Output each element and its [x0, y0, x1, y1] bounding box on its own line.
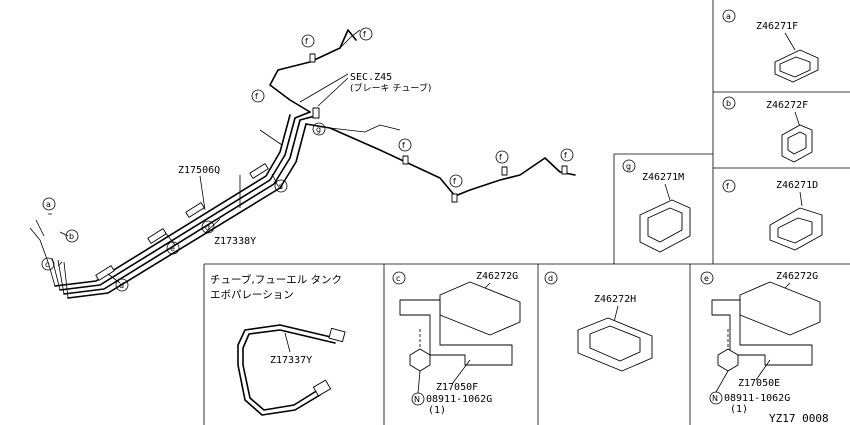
callout-a: a: [46, 200, 51, 209]
callout-f-1: f: [305, 37, 308, 46]
callout-c: c: [45, 260, 49, 269]
panel-c-bracket: Z17050F: [436, 382, 478, 393]
panel-f-letter: f: [726, 182, 729, 191]
panel-b-part: Z46272F: [766, 100, 808, 111]
panel-e-bolt: 08911-1062G: [724, 393, 790, 404]
panel-a-part: Z46271F: [756, 21, 798, 32]
panel-e-bracket: Z17050E: [738, 378, 780, 389]
panel-c-part: Z46272G: [476, 271, 518, 282]
panel-f: f Z46271D: [722, 179, 823, 251]
callout-f-4: f: [402, 141, 405, 150]
panel-c-bolt: 08911-1062G: [426, 394, 492, 405]
panel-c-bolt-prefix: N: [414, 395, 420, 404]
panel-b: b Z46272F: [722, 96, 813, 163]
callout-f-2: f: [363, 30, 366, 39]
panel-g-part: Z46271M: [642, 172, 684, 183]
callout-f-6: f: [499, 153, 502, 162]
panel-d-letter: d: [548, 274, 553, 283]
callout-d-3: d: [119, 281, 124, 290]
panel-tube-title-2: エボパレーション: [210, 289, 294, 301]
panel-c-qty: (1): [428, 405, 446, 416]
callout-e: e: [170, 244, 175, 253]
panel-frames: [203, 0, 850, 425]
main-callouts: f f f f f f f g d d d e a b c: [41, 27, 574, 292]
sec-ref-label: SEC.Z45: [350, 72, 392, 83]
main-tube-assembly: [29, 29, 576, 299]
panel-e: e Z46272G Z17050E N 08911-1062G (1): [700, 271, 821, 415]
callout-d-1: d: [278, 182, 283, 191]
panel-tube-part: Z17337Y: [270, 355, 312, 366]
callout-f-3: f: [255, 92, 258, 101]
callout-b: b: [69, 232, 74, 241]
panel-e-qty: (1): [730, 404, 748, 415]
panel-g-letter: g: [626, 162, 631, 171]
callout-f-5: f: [453, 177, 456, 186]
panel-e-letter: e: [704, 274, 709, 283]
callout-f-7: f: [564, 151, 567, 160]
panel-c-letter: c: [396, 274, 400, 283]
panel-d: d Z46272H: [544, 271, 653, 372]
panel-b-letter: b: [726, 99, 731, 108]
panel-c: c Z46272G Z17050F N 08911-1062G (1): [392, 271, 521, 416]
panel-d-part: Z46272H: [594, 294, 636, 305]
diagram-code: YZ17 0008: [769, 412, 829, 425]
tube-label-2: Z17338Y: [214, 236, 256, 247]
callout-d-2: d: [205, 223, 210, 232]
panel-e-part: Z46272G: [776, 271, 818, 282]
panel-tube-title-1: チューブ,フューエル タンク: [210, 273, 342, 286]
sec-ref-note: (ブレーキ チューブ): [350, 82, 431, 94]
panel-a: a Z46271F: [722, 9, 819, 83]
callout-g: g: [316, 125, 321, 134]
panel-f-part: Z46271D: [776, 180, 818, 191]
panel-tube: チューブ,フューエル タンク エボパレーション Z17337Y: [210, 273, 346, 416]
panel-g: g Z46271M: [622, 159, 691, 253]
panel-a-letter: a: [726, 12, 731, 21]
panel-e-bolt-prefix: N: [712, 394, 718, 403]
tube-label-1: Z17506Q: [178, 165, 220, 176]
